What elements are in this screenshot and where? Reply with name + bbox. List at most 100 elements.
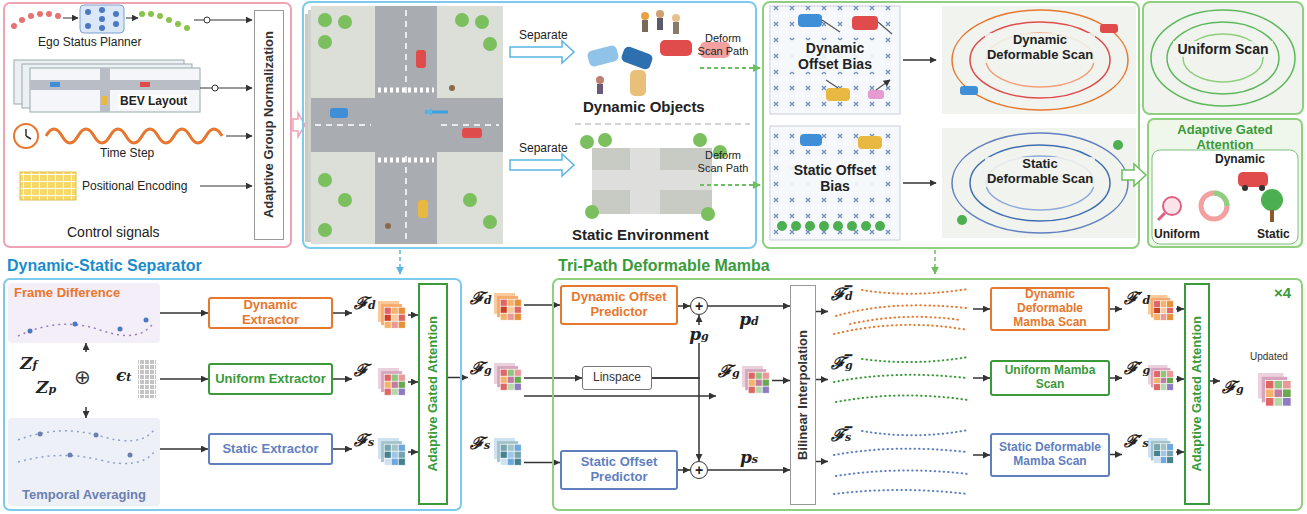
node-text: Updated [1250,351,1288,363]
latent-box: ZfZp⊕ϵt [12,352,160,407]
connector [524,304,560,306]
connector [85,343,87,352]
edge-label: pd [738,310,760,329]
node-text: ℱ′d [1124,289,1150,309]
extractor-box: Uniform Extractor [208,363,333,395]
label-text: Static Offset Bias [785,162,885,194]
label-text: Static Environment [572,226,709,243]
node-text: Static Deformable Mamba Scan [996,441,1104,469]
label-text: BEV Layout [118,95,189,109]
connector [1176,451,1184,453]
node-text: ℱg [718,362,740,382]
label-text: Dynamic Deformable Scan [985,33,1095,63]
node-text: Adaptive Gated Attention [1149,123,1301,153]
scan-box: Dynamic Deformable Mamba Scan [990,287,1110,331]
point-cloud: ℱ̅s [828,424,973,499]
connector [652,378,699,461]
label-text: Static Deformable Scan [985,157,1095,187]
node-text: Dynamic [1215,153,1265,167]
label-text: Separate [519,142,568,156]
linspace-box: Linspace [582,366,652,390]
connector [160,448,208,450]
node-text: Dynamic-Static Separator [7,257,202,275]
extractor-box: Dynamic Extractor [208,297,333,329]
node-text: Static Extractor [222,442,318,457]
feature-illustrations [8,283,1291,506]
connector [1110,454,1122,456]
connector [1110,377,1122,379]
scene-panel [303,2,760,248]
label-text: Ego Status Planner [38,36,141,50]
label-text: Dynamic Offset Bias [785,40,885,72]
connector [678,305,690,307]
node-text: Bilinear Interpolation [796,330,811,460]
connector [160,312,208,314]
node-text: ⊕ [74,366,91,389]
feature-map: ℱd [352,290,408,340]
connector [816,379,828,381]
separator-panel: Dynamic-Static SeparatorFrame Difference… [3,278,462,511]
point-cloud: ℱ̅g [828,352,973,407]
mamba-panel: Tri-Path Deformable Mamba×4Dynamic Offse… [552,278,1303,511]
node-text: ℱ′g [1124,359,1150,379]
scan-box: Static Deformable Mamba Scan [990,433,1110,477]
connector [1176,308,1184,310]
node-text: Static [1257,228,1290,242]
node-text: Dynamic Offset Predictor [566,290,672,320]
attention-box: Adaptive Gated Attention [1184,283,1210,505]
node-text: ℱ̅g [831,354,853,374]
frame-difference-box: Frame Difference [8,283,160,343]
attention-box: Adaptive Gated Attention [418,283,448,505]
connector [816,311,828,313]
connector [1210,380,1220,382]
connector [1110,308,1122,310]
predictor-box: Dynamic Offset Predictor [560,285,678,325]
node-text: Uniform Mamba Scan [996,364,1104,392]
connector [678,469,690,471]
connector [333,312,352,314]
feature-map: ℱ′d [1122,285,1176,333]
feature-map: ℱs [468,430,524,475]
label-text: Separate [519,29,568,43]
edge-label: pg [688,325,710,344]
norm-box: Adaptive Group Normalization [254,10,284,240]
connector [816,461,828,463]
feature-map: ℱ′g [1122,355,1176,403]
connector [333,378,352,380]
connector [160,378,208,380]
node-text: Frame Difference [14,286,120,301]
extractor-box: Static Extractor [208,433,333,465]
node-text: Static Offset Predictor [566,455,672,485]
node-text: Zf [20,354,37,374]
feature-map: ℱs [352,427,408,477]
scan-panel [400,2,1303,274]
label-text: Deform Scan Path [694,149,752,174]
connector [408,451,418,453]
connector [408,381,418,383]
edge-label: ps [739,448,759,467]
predictor-box: Static Offset Predictor [560,450,678,490]
node-text: ℱg [1222,378,1244,398]
attention-box: Adaptive Gated AttentionDynamicUniform St… [1147,118,1303,248]
node-text: ℱd [470,289,492,309]
node-text: ℱ̅s [831,426,851,446]
node-text: Dynamic Deformable Mamba Scan [996,288,1104,329]
connector [708,305,790,307]
connector [333,448,352,450]
connector [772,380,790,382]
node-text: ℱ [354,361,368,381]
node-text: ℱ′s [1124,432,1149,452]
feature-map: ℱ [352,357,408,407]
node-text: Zp [36,378,56,398]
label-text: Dynamic Objects [583,98,705,115]
node-text: Temporal Averaging [8,488,160,503]
node-text: Adaptive Gated Attention [1190,316,1205,472]
feature-map: ℱg [716,358,772,403]
node-text: ×4 [1274,284,1291,301]
connector [973,377,990,379]
label-text: Uniform Scan [1173,41,1273,57]
node-text: ℱg [470,359,492,379]
node-text: ℱs [470,434,490,454]
node-text: Uniform [1154,228,1200,242]
interpolation-box: Bilinear Interpolation [790,285,816,505]
